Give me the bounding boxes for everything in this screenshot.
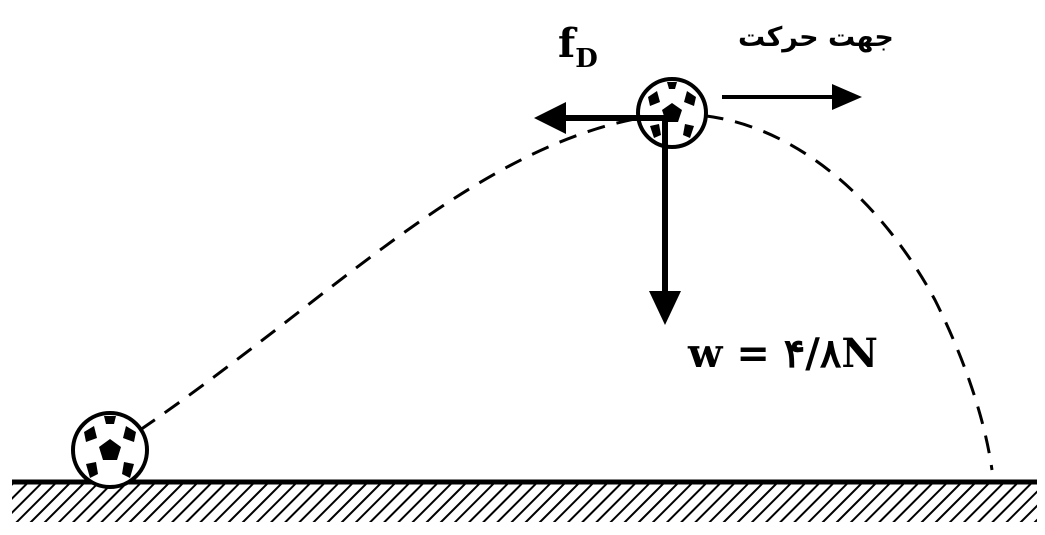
trajectory-path — [139, 112, 994, 471]
drag-force-label-main: f — [558, 20, 578, 67]
ground-hatch — [12, 482, 1037, 522]
motion-direction-label: جهت حرکت — [738, 22, 894, 53]
motion-direction-arrow — [722, 84, 862, 110]
drag-force-label: fD — [558, 20, 598, 74]
weight-label: w = ۴/۸N — [687, 330, 878, 377]
soccer-ball-icon — [636, 77, 708, 149]
drag-force-label-sub: D — [575, 44, 598, 74]
soccer-ball-icon — [71, 411, 149, 489]
ground — [12, 479, 1037, 522]
drag-force-arrow — [534, 102, 672, 134]
weight-arrow — [649, 118, 681, 325]
